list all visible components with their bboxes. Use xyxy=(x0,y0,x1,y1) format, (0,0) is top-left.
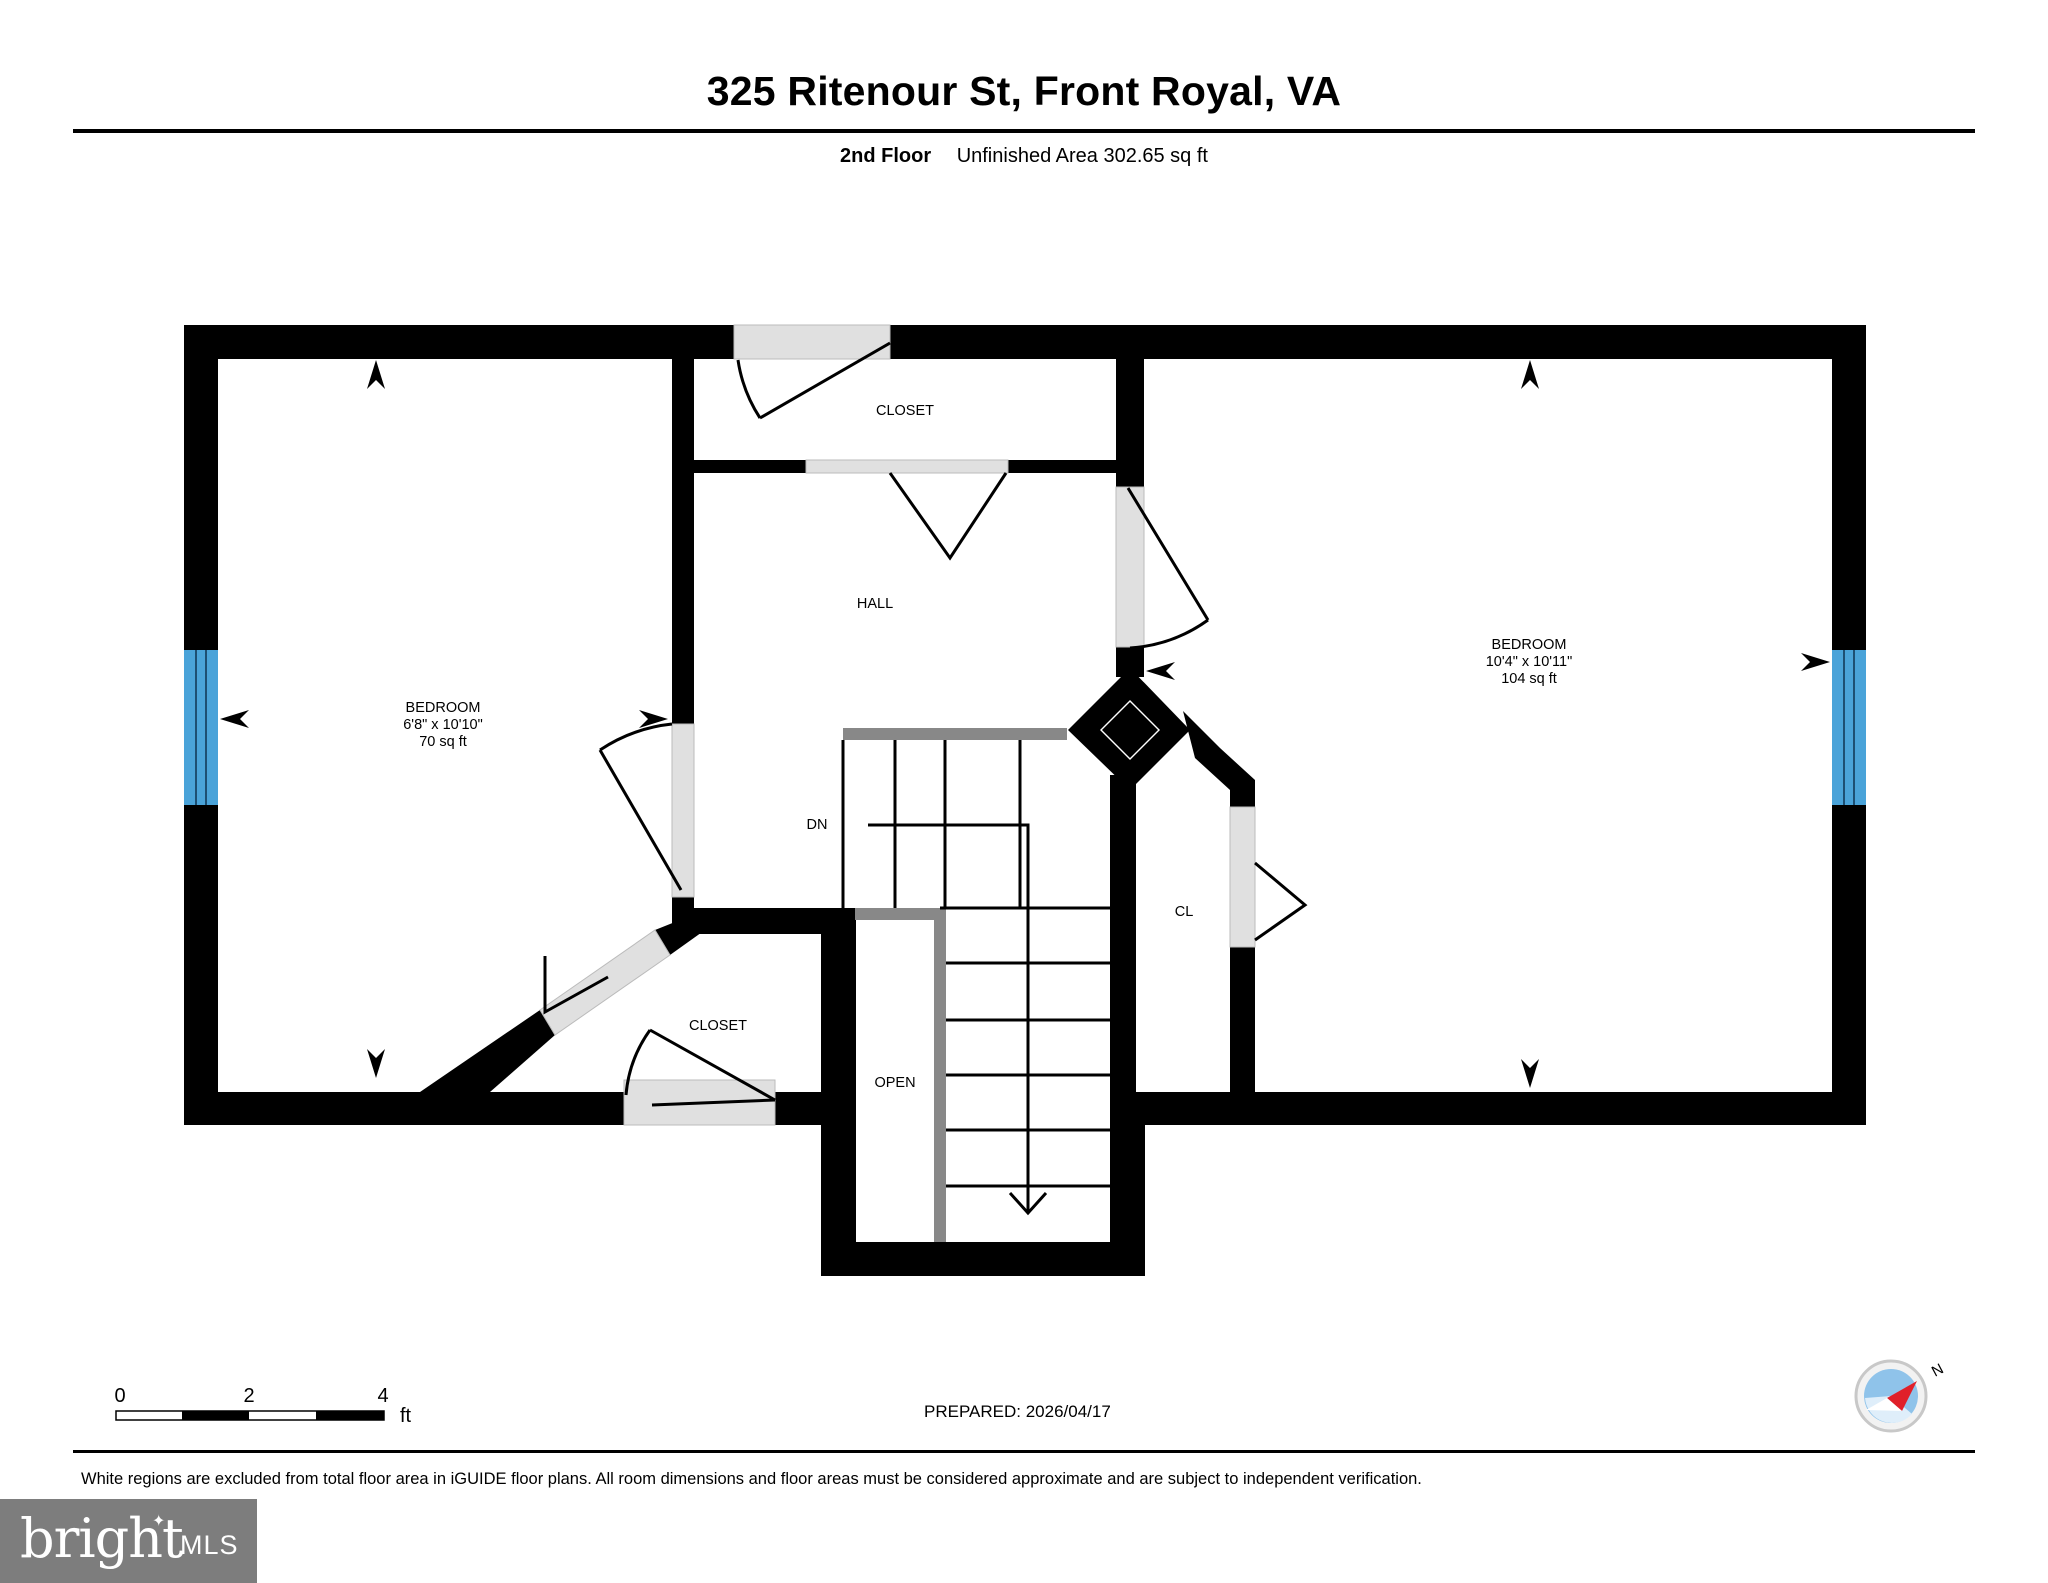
compass-icon: N xyxy=(1854,1359,1947,1433)
bedroom-right-dims: 10'4" x 10'11" xyxy=(1486,654,1573,670)
walls xyxy=(184,325,1866,1276)
bedroom-left-dims: 6'8" x 10'10" xyxy=(403,717,483,733)
title-divider xyxy=(73,129,1975,133)
scale-tick-4: 4 xyxy=(377,1385,388,1407)
scale-bar: 0 2 4 ft xyxy=(114,1385,411,1427)
room-labels: BEDROOM 6'8" x 10'10" 70 sq ft BEDROOM 1… xyxy=(403,403,1572,1091)
floor-label: 2nd Floor xyxy=(840,145,932,167)
logo-word: bright xyxy=(20,1507,184,1570)
scale-tick-0: 0 xyxy=(114,1385,125,1407)
page-title: 325 Ritenour St, Front Royal, VA xyxy=(706,68,1342,114)
floor-info: 2nd Floor Unfinished Area 302.65 sq ft xyxy=(0,145,2048,168)
open-label: OPEN xyxy=(874,1075,915,1091)
scale-unit: ft xyxy=(400,1405,412,1427)
bedroom-right-name: BEDROOM xyxy=(1492,637,1567,653)
logo-suffix: MLS xyxy=(180,1530,239,1560)
closet-bottom-label: CLOSET xyxy=(689,1018,747,1034)
bright-mls-logo: bright ✦ MLS xyxy=(0,1499,257,1583)
bedroom-left-area: 70 sq ft xyxy=(419,734,467,750)
scale-tick-2: 2 xyxy=(243,1385,254,1407)
closet-top-label: CLOSET xyxy=(876,403,934,419)
windows xyxy=(184,650,1866,805)
prepared-date: PREPARED: 2026/04/17 xyxy=(924,1402,1111,1421)
cl-label: CL xyxy=(1175,904,1194,920)
bedroom-right-area: 104 sq ft xyxy=(1501,671,1557,687)
door-swings xyxy=(543,341,1308,1107)
footer-divider xyxy=(73,1450,1975,1453)
stairs xyxy=(841,728,1110,1242)
floor-area: Unfinished Area 302.65 sq ft xyxy=(956,145,1208,167)
logo-star-icon: ✦ xyxy=(152,1511,166,1530)
chimney-inner xyxy=(1102,702,1158,758)
bedroom-left-name: BEDROOM xyxy=(406,700,481,716)
disclaimer-text: White regions are excluded from total fl… xyxy=(81,1470,1422,1488)
hall-label: HALL xyxy=(857,596,893,612)
compass-north-label: N xyxy=(1929,1360,1947,1380)
dimension-arrows xyxy=(220,360,1830,1088)
stairs-down-label: DN xyxy=(807,817,828,833)
